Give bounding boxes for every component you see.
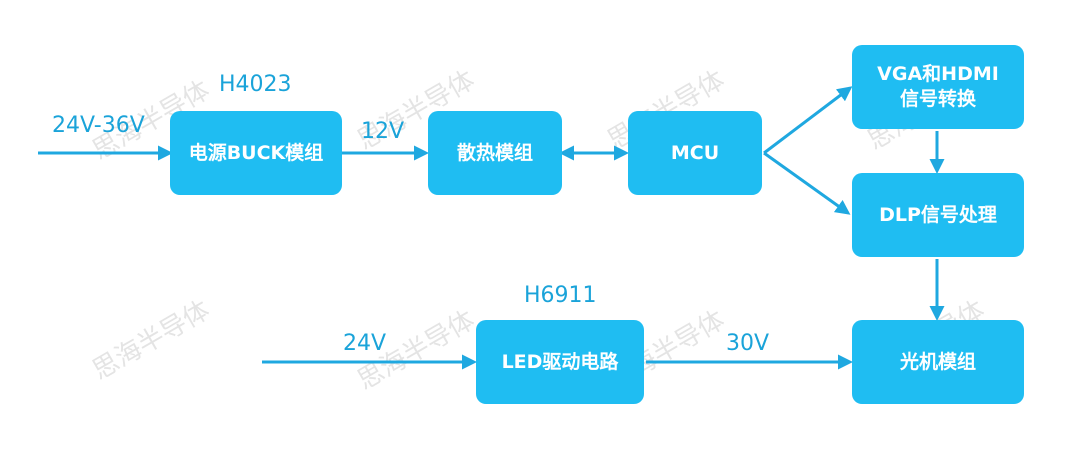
block-led-driver-label: LED驱动电路 xyxy=(501,350,619,373)
voltage-label-12v: 12V xyxy=(361,119,405,144)
block-vga-hdmi: VGA和HDMI 信号转换 xyxy=(852,45,1024,129)
arrow-mcu-to-dlp xyxy=(763,151,851,215)
block-optical-engine-label: 光机模组 xyxy=(899,350,976,373)
voltage-label-30v: 30V xyxy=(726,331,770,356)
input-voltage-label-bottom: 24V xyxy=(343,331,387,356)
block-vga-hdmi-line2: 信号转换 xyxy=(899,88,976,110)
arrow-mcu-to-vga xyxy=(763,86,853,155)
block-power-buck: 电源BUCK模组 xyxy=(170,111,342,195)
block-mcu-label: MCU xyxy=(670,141,720,164)
block-led-driver: LED驱动电路 xyxy=(476,320,644,404)
block-dlp-processing-label: DLP信号处理 xyxy=(879,203,997,226)
block-optical-engine: 光机模组 xyxy=(852,320,1024,404)
block-mcu: MCU xyxy=(628,111,762,195)
block-vga-hdmi-line1: VGA和HDMI xyxy=(877,63,999,86)
chip-label-led: H6911 xyxy=(524,283,597,308)
block-power-buck-label: 电源BUCK模组 xyxy=(188,141,324,164)
block-heat-dissipation: 散热模组 xyxy=(428,111,562,195)
chip-label-buck: H4023 xyxy=(219,72,292,97)
block-vga-hdmi-label: VGA和HDMI 信号转换 xyxy=(877,62,999,111)
input-voltage-label: 24V-36V xyxy=(52,113,145,138)
block-heat-dissipation-label: 散热模组 xyxy=(456,141,533,164)
block-dlp-processing: DLP信号处理 xyxy=(852,173,1024,257)
